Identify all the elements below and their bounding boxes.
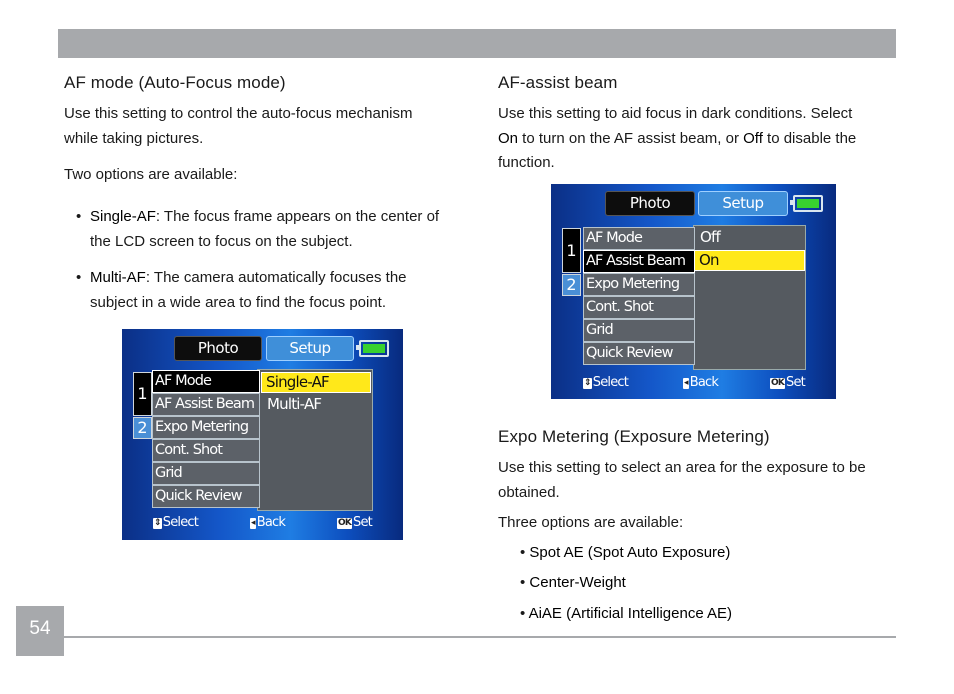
menu-item-quick-review: Quick Review	[583, 342, 695, 365]
footer-set-label: Set	[786, 375, 806, 390]
menu-item-cont-shot: Cont. Shot	[152, 439, 260, 462]
on-term: On	[498, 130, 519, 147]
multi-af-term: Multi-AF	[90, 269, 146, 286]
option-on: On	[694, 250, 805, 271]
af-assist-camera-screen: Photo Setup 1 2 AF Mode AF Assist Beam E…	[551, 184, 836, 399]
ok-key-icon: OK	[770, 378, 786, 389]
select-key-icon: ⇕	[153, 518, 162, 529]
menu-item-cont-shot: Cont. Shot	[583, 296, 695, 319]
header-bar	[58, 29, 896, 58]
expo-metering-para-line1: Use this setting to select an area for t…	[498, 459, 866, 476]
option-single-af: Single-AF	[261, 372, 371, 393]
expo-options-intro: Three options are available:	[498, 514, 684, 531]
center-weight-label: Center-Weight	[529, 574, 626, 591]
menu-item-af-mode: AF Mode	[583, 227, 695, 250]
bullet-aiae: • AiAE (Artificial Intelligence AE)	[520, 605, 733, 622]
page-indicator-1: 1	[133, 372, 152, 416]
menu-item-af-assist-beam: AF Assist Beam	[583, 250, 695, 273]
expo-metering-para-line2: obtained.	[498, 484, 560, 501]
single-af-desc-line2: the LCD screen to focus on the subject.	[90, 233, 353, 250]
menu-item-expo-metering: Expo Metering	[583, 273, 695, 296]
footer-select: ⇕Select	[583, 375, 629, 390]
menu-item-af-assist-beam: AF Assist Beam	[152, 393, 260, 416]
option-off: Off	[700, 228, 721, 246]
footer-select-label: Select	[592, 375, 629, 390]
back-key-icon: ◂	[683, 378, 689, 389]
off-term: Off	[743, 130, 763, 147]
af-assist-text-d: to disable the	[762, 130, 857, 147]
af-assist-heading: AF-assist beam	[498, 73, 618, 92]
footer-select-label: Select	[162, 515, 199, 530]
footer-back-label: Back	[256, 515, 286, 530]
aiae-label: AiAE (Artificial Intelligence AE)	[528, 605, 733, 622]
back-key-icon: ◂	[250, 518, 256, 529]
af-assist-para-line2: On to turn on the AF assist beam, or Off…	[498, 126, 856, 151]
ok-key-icon: OK	[337, 518, 353, 529]
af-mode-para-line1: Use this setting to control the auto-foc…	[64, 105, 413, 122]
menu-item-expo-metering: Expo Metering	[152, 416, 260, 439]
af-assist-para-line3: function.	[498, 154, 555, 171]
menu-item-quick-review: Quick Review	[152, 485, 260, 508]
multi-af-bullet: •Multi-AF: The camera automatically focu…	[76, 269, 407, 286]
bullet-center-weight: • Center-Weight	[520, 574, 626, 591]
footer-rule	[64, 636, 896, 638]
tab-setup: Setup	[266, 336, 354, 361]
af-assist-para-line1: Use this setting to aid focus in dark co…	[498, 105, 853, 122]
page-indicator-2: 2	[562, 274, 581, 296]
single-af-desc-line1: : The focus frame appears on the center …	[155, 208, 440, 225]
footer-select: ⇕Select	[153, 515, 199, 530]
bullet-spot-ae: • Spot AE (Spot Auto Exposure)	[520, 544, 731, 561]
menu-item-grid: Grid	[583, 319, 695, 342]
multi-af-desc-line2: subject in a wide area to find the focus…	[90, 294, 387, 311]
footer-set-label: Set	[353, 515, 373, 530]
select-key-icon: ⇕	[583, 378, 592, 389]
footer-back-label: Back	[689, 375, 719, 390]
battery-icon	[790, 195, 823, 212]
af-assist-text-b: to turn on the AF assist beam, or	[518, 130, 744, 147]
af-mode-heading: AF mode (Auto-Focus mode)	[64, 73, 286, 92]
menu-item-grid: Grid	[152, 462, 260, 485]
menu-item-af-mode: AF Mode	[152, 370, 260, 393]
tab-setup: Setup	[698, 191, 788, 216]
tab-photo: Photo	[174, 336, 262, 361]
tab-photo: Photo	[605, 191, 695, 216]
battery-icon	[356, 340, 389, 357]
spot-ae-label: Spot AE (Spot Auto Exposure)	[529, 544, 731, 561]
page-indicator-2: 2	[133, 417, 152, 439]
multi-af-desc-line1: : The camera automatically focuses the	[145, 269, 407, 286]
footer-back: ◂Back	[683, 375, 719, 390]
af-mode-options-intro: Two options are available:	[64, 166, 238, 183]
expo-metering-heading: Expo Metering (Exposure Metering)	[498, 427, 770, 446]
af-mode-para-line2: while taking pictures.	[64, 130, 204, 147]
single-af-term: Single-AF	[90, 208, 156, 225]
footer-back: ◂Back	[250, 515, 286, 530]
page-number: 54	[16, 606, 64, 656]
option-multi-af: Multi-AF	[267, 395, 322, 413]
single-af-bullet: •Single-AF: The focus frame appears on t…	[76, 208, 440, 225]
page-indicator-1: 1	[562, 228, 581, 273]
af-mode-camera-screen: Photo Setup 1 2 AF Mode AF Assist Beam E…	[122, 329, 403, 540]
options-panel	[693, 225, 806, 370]
